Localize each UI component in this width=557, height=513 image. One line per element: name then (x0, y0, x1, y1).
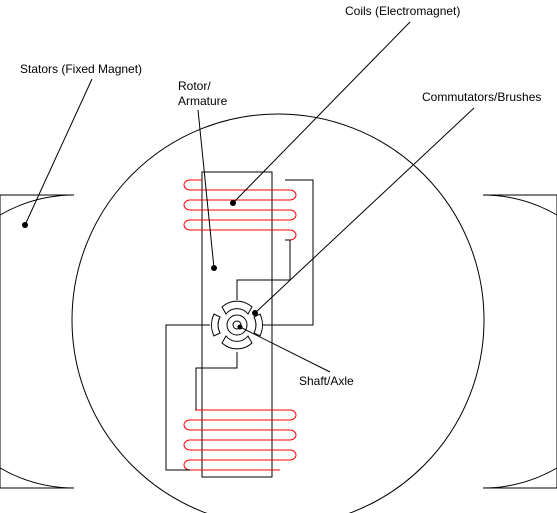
commutators-leader-dot (252, 310, 258, 316)
stators-leader-line (24, 78, 93, 226)
shaft-label: Shaft/Axle (299, 374, 354, 388)
lower-coil (183, 409, 297, 471)
lower-coil-lead-outer (165, 324, 210, 471)
left-stator (0, 194, 75, 489)
rotor-label: Rotor/ Armature (178, 79, 227, 109)
stators-label: Stators (Fixed Magnet) (20, 62, 143, 76)
right-stator (482, 194, 557, 489)
commutator (211, 300, 263, 350)
brush-right (253, 313, 263, 337)
rotor-leader-dot (211, 265, 217, 271)
commutators-label: Commutators/Brushes (422, 90, 542, 104)
coils-leader-line (232, 21, 411, 204)
upper-coil (183, 179, 297, 241)
commutator-segment-bottom (221, 335, 253, 350)
commutators-leader-line (254, 107, 475, 314)
stators-leader-dot (22, 222, 28, 228)
motor-housing-circle (71, 113, 485, 513)
shaft-leader-dot (237, 324, 243, 330)
upper-coil-lead-outer (262, 179, 314, 326)
coils-leader-dot (230, 200, 236, 206)
coils-label: Coils (Electromagnet) (345, 4, 461, 18)
rotor-leader-line (197, 109, 215, 269)
shaft-leader-line (239, 326, 331, 373)
commutator-segment-top (221, 300, 253, 315)
brush-left (211, 313, 221, 337)
lower-coil-lead-inner (195, 352, 238, 410)
rotor-label-line2: Armature (178, 94, 228, 108)
rotor-label-line1: Rotor/ (178, 79, 211, 93)
